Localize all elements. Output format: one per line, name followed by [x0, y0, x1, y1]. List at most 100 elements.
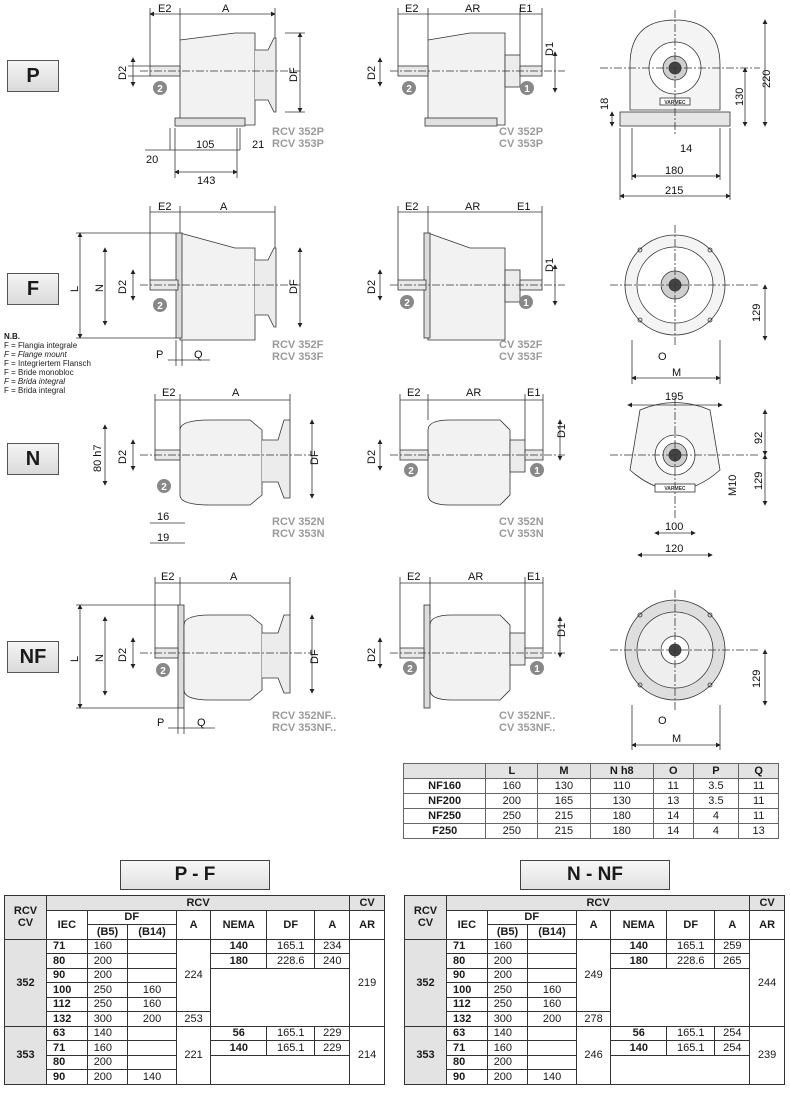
dim-df-nf: DF: [309, 649, 321, 664]
marker-1-f-cv: 1: [519, 295, 533, 309]
row-label-nf: NF: [7, 641, 59, 673]
dim-df-p: DF: [288, 67, 300, 82]
dim-e2-f: E2: [158, 201, 171, 213]
front-view-n: [610, 398, 760, 520]
dim-16: 16: [157, 511, 169, 523]
svg-text:1: 1: [534, 664, 540, 675]
marker-2-nf-cv: 2: [403, 661, 417, 675]
dim-129-nf: 129: [751, 670, 763, 688]
dim-d2-cvnf: D2: [366, 648, 378, 662]
row-label-p: P: [7, 60, 59, 92]
dim-p-nf: P: [157, 717, 164, 729]
brand-label-p: VARMEC: [664, 100, 686, 106]
dim-129-f: 129: [751, 304, 763, 322]
dim-e1-f: E1: [517, 201, 530, 213]
dim-o-nf: O: [658, 715, 667, 727]
gearbox-cv-f: [390, 232, 565, 341]
dim-d2-cvn: D2: [366, 450, 378, 464]
dim-130: 130: [734, 88, 746, 106]
marker-2-p-rcv: 2: [153, 81, 167, 95]
gearbox-rcv-p: [140, 32, 300, 127]
dim-p-f: P: [156, 349, 163, 361]
front-view-nf: [610, 590, 760, 712]
dim-n-nf: N: [94, 654, 106, 662]
caption-cv-nf: CV 352NF..CV 353NF..: [499, 710, 556, 734]
dim-m-f: M: [672, 367, 681, 379]
dim-215: 215: [665, 185, 683, 197]
dim-92: 92: [753, 432, 765, 444]
dim-ar-f: AR: [465, 201, 480, 213]
dim-df-n: DF: [309, 450, 321, 465]
dim-a-f: A: [220, 201, 228, 213]
dim-143: 143: [197, 175, 215, 187]
dim-e2-cvf: E2: [405, 201, 418, 213]
svg-text:2: 2: [404, 298, 410, 309]
dim-e1-n: E1: [527, 387, 540, 399]
marker-1-p-cv: 1: [520, 81, 534, 95]
nnf-table-title: N - NF: [520, 860, 670, 890]
dim-d2-cvp: D2: [366, 66, 378, 80]
dim-195: 195: [665, 391, 683, 403]
row-label-n: N: [7, 443, 59, 475]
dim-180: 180: [665, 165, 683, 177]
dim-100: 100: [665, 521, 683, 533]
svg-text:2: 2: [407, 664, 413, 675]
marker-2-n-rcv: 2: [157, 479, 171, 493]
dim-a-p: A: [222, 3, 230, 15]
pf-table-title: P - F: [120, 860, 270, 890]
dim-d2-nf: D2: [117, 648, 129, 662]
dim-e2-p: E2: [158, 3, 171, 15]
dim-e2-cvnf: E2: [407, 571, 420, 583]
svg-text:2: 2: [406, 84, 412, 95]
svg-text:1: 1: [524, 84, 530, 95]
dim-e2-nf: E2: [161, 571, 174, 583]
dim-14: 14: [680, 143, 692, 155]
dim-d1-p: D1: [544, 42, 556, 56]
svg-text:2: 2: [408, 466, 414, 477]
dim-a-nf: A: [230, 571, 238, 583]
dim-220: 220: [761, 70, 773, 88]
row-label-f: F: [7, 273, 59, 305]
svg-text:2: 2: [157, 84, 163, 95]
dim-105: 105: [196, 139, 214, 151]
marker-2-nf-rcv: 2: [156, 663, 170, 677]
dim-q-nf: Q: [197, 717, 206, 729]
dim-120: 120: [665, 543, 683, 555]
dim-n-f: N: [94, 284, 106, 292]
gearbox-cv-nf: [390, 604, 565, 709]
dim-m10: M10: [727, 475, 739, 496]
dim-ar-n: AR: [466, 387, 481, 399]
marker-1-nf-cv: 1: [530, 661, 544, 675]
marker-2-p-cv: 2: [402, 81, 416, 95]
svg-text:1: 1: [523, 298, 529, 309]
dim-21: 21: [252, 139, 264, 151]
marker-2-f-rcv: 2: [153, 298, 167, 312]
mounting-note: N.B. F = Flangia integrale F = Flange mo…: [4, 332, 91, 395]
dim-d2-n: D2: [117, 450, 129, 464]
dim-e2-n: E2: [162, 387, 175, 399]
dim-129-n: 129: [753, 472, 765, 490]
gearbox-rcv-nf: [140, 604, 312, 709]
dim-d1-f: D1: [544, 258, 556, 272]
svg-text:2: 2: [157, 301, 163, 312]
dim-e2-cvp: E2: [405, 3, 418, 15]
gearbox-cv-n: [390, 419, 565, 506]
